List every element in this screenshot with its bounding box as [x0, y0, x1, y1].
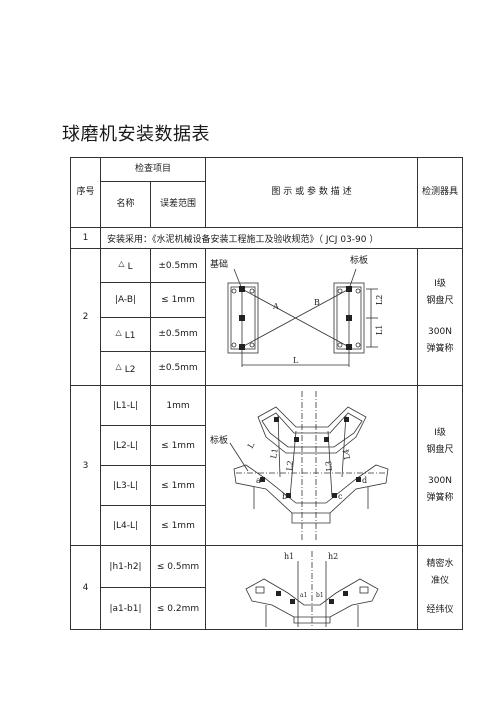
instrument-cell: 精密水 准仪 经纬仪 — [417, 545, 464, 630]
triangle-icon: △ — [118, 259, 125, 269]
item-name: △L1 — [100, 316, 151, 352]
item-tolerance: ±0.5mm — [149, 350, 207, 387]
item-tolerance: ±0.5mm — [149, 247, 207, 284]
label-c: c — [338, 492, 343, 501]
level-measure-drawing: h1 h2 a1 b1 — [245, 550, 379, 627]
label-h2: h2 — [328, 552, 338, 561]
triangle-icon: △ — [115, 361, 122, 371]
instrument-line: 弹簧称 — [426, 344, 454, 354]
label-marker: 标板 — [210, 434, 228, 446]
label-b: B — [314, 298, 320, 307]
label-marker: 标板 — [350, 254, 368, 266]
install-note-text: 安装采用：《水泥机械设备安装工程施工及验收规范》（ JCJ 03-90 ） — [99, 227, 464, 249]
level-diagram: h1 h2 a1 b1 — [205, 545, 419, 630]
label-b1: b1 — [316, 592, 324, 599]
label-l2: L2 — [375, 295, 384, 305]
instrument-line: 准仪 — [431, 576, 450, 586]
label-l4: L4 — [341, 448, 352, 460]
header-check-items: 检查项目 — [99, 157, 207, 182]
instrument-cell: Ⅰ级 钢盘尺 300N 弹簧称 — [417, 385, 464, 546]
item-name-text: L2 — [124, 364, 136, 375]
label-a: a — [256, 476, 261, 485]
install-data-table: 序号 检查项目 图 示 或 参 数 描 述 检测器具 名称 误差范围 1 安装采… — [70, 157, 464, 630]
lining-plate-drawing: 标板 L L1 L2 L3 L4 a b c d — [210, 390, 389, 541]
item-tolerance: ≤ 0.2mm — [149, 587, 207, 630]
label-l: L — [246, 440, 257, 450]
label-d: d — [362, 476, 367, 485]
label-l2: L2 — [285, 460, 295, 471]
header-no: 序号 — [70, 157, 101, 228]
item-name: |L4-L| — [100, 505, 151, 546]
item-name: △L — [100, 247, 151, 284]
instrument-cell: Ⅰ级 钢盘尺 300N 弹簧称 — [417, 248, 464, 386]
instrument-line: 钢盘尺 — [426, 296, 454, 306]
item-tolerance: ±0.5mm — [149, 316, 207, 352]
item-name: |A-B| — [100, 282, 151, 318]
item-tolerance: ≤ 0.5mm — [149, 545, 207, 588]
label-a1: a1 — [300, 592, 307, 599]
label-l: L — [293, 356, 299, 365]
lining-diagram: 标板 L L1 L2 L3 L4 a b c d — [205, 385, 419, 546]
label-l3: L3 — [324, 460, 334, 471]
label-h1: h1 — [284, 552, 294, 561]
label-foundation: 基础 — [210, 258, 228, 270]
instrument-line: Ⅰ级 — [434, 279, 446, 289]
item-name: |L2-L| — [100, 425, 151, 466]
instrument-line: Ⅰ级 — [434, 427, 446, 438]
header-tolerance: 误差范围 — [149, 181, 207, 228]
instrument-line: 弹簧称 — [426, 492, 454, 503]
base-alignment-drawing: 基础 标板 A B L L2 L1 — [210, 254, 384, 367]
header-instrument: 检测器具 — [417, 157, 464, 228]
item-name: |h1-h2| — [100, 545, 151, 588]
header-name: 名称 — [100, 181, 151, 228]
label-a: A — [272, 302, 279, 311]
page-title: 球磨机安装数据表 — [62, 124, 210, 145]
item-tolerance: ≤ 1mm — [149, 505, 207, 546]
label-l1: L1 — [269, 447, 280, 459]
triangle-icon: △ — [115, 327, 122, 337]
row-no-4: 4 — [70, 545, 101, 630]
row-no-2: 2 — [70, 248, 101, 386]
header-description: 图 示 或 参 数 描 述 — [205, 157, 419, 228]
item-name: △L2 — [100, 350, 151, 387]
item-tolerance: ≤ 1mm — [149, 425, 207, 466]
instrument-line: 300N — [428, 327, 452, 337]
item-name-text: L — [127, 262, 133, 273]
instrument-line: 经纬仪 — [426, 605, 454, 615]
alignment-diagram: 基础 标板 A B L L2 L1 — [205, 248, 419, 386]
label-l1: L1 — [375, 325, 384, 335]
row-no-1: 1 — [70, 227, 101, 249]
item-name-text: L1 — [124, 330, 136, 341]
instrument-line: 钢盘尺 — [426, 444, 454, 455]
row-no-3: 3 — [70, 385, 101, 546]
item-tolerance: 1mm — [149, 385, 207, 426]
item-tolerance: ≤ 1mm — [149, 465, 207, 506]
label-b: b — [282, 492, 287, 501]
instrument-line: 300N — [428, 475, 452, 486]
item-name: |L1-L| — [100, 385, 151, 426]
item-name: |a1-b1| — [100, 587, 151, 630]
item-name: |L3-L| — [100, 465, 151, 506]
item-tolerance: ≤ 1mm — [149, 282, 207, 318]
instrument-line: 精密水 — [426, 559, 454, 569]
